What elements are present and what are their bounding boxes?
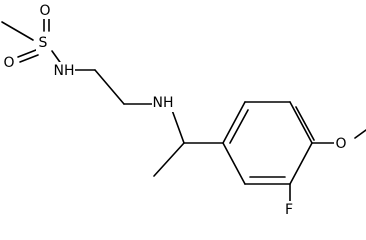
methoxy-oxygen-label-bg: [334, 136, 349, 153]
amine-nitrogen-label-bg: [152, 95, 174, 112]
oxygen-top-atom: O: [39, 3, 50, 19]
ring-double-bond-inner-2: [295, 106, 315, 141]
oxygen-top-label-bg: [38, 2, 53, 19]
bond-ch2-ch2: [94, 69, 125, 105]
bonds: [1, 11, 366, 202]
atom-labels: S O O NH NH O F: [2, 2, 349, 218]
fluorine-label-bg: [282, 201, 297, 218]
bond-sulfur-oxygen-left-b: [19, 54, 39, 63]
ring-bond-6: [222, 142, 246, 185]
ring-double-bond-inner-1: [229, 109, 249, 144]
bond-methyl-sulfur: [1, 21, 34, 41]
molecule-diagram: S O O NH NH O F: [1, 2, 366, 218]
sulfur-atom: S: [39, 35, 48, 51]
bond-ch-methyl: [153, 142, 185, 177]
fluorine-atom: F: [285, 202, 293, 218]
bond-amine-ch: [171, 109, 185, 144]
oxygen-left-atom: O: [3, 55, 14, 71]
oxygen-left-label-bg: [2, 55, 17, 72]
bond-sulfur-oxygen-left-a: [17, 49, 37, 58]
bond-methoxy-oxygen-methyl: [354, 129, 366, 139]
sulfonamide-nitrogen-label-bg: [53, 62, 75, 79]
sulfonamide-nitrogen-atom: NH: [54, 63, 75, 79]
methoxy-oxygen-atom: O: [335, 136, 346, 152]
ring-bond-4: [289, 142, 313, 185]
amine-nitrogen-atom: NH: [153, 95, 174, 111]
ring-bond-1: [222, 101, 246, 144]
sulfur-label-bg: [36, 34, 50, 51]
ring-bond-3: [289, 101, 313, 144]
